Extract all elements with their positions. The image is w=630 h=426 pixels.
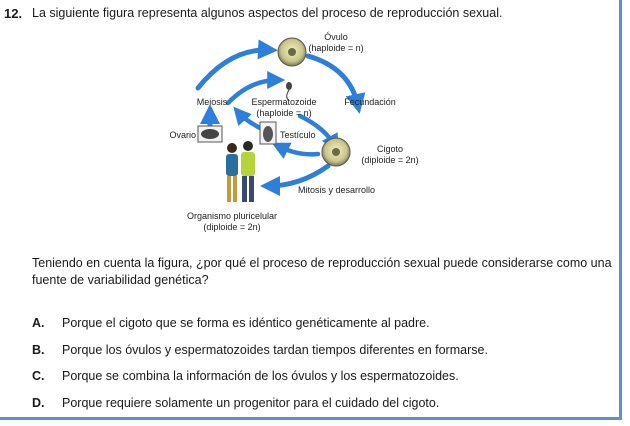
label-organismo-ploidy: (diploide = 2n) [203,222,260,232]
label-espermatozoide: Espermatozoide [251,97,316,107]
option-text: Porque requiere solamente un progenitor … [62,396,440,410]
option-c[interactable]: C. Porque se combina la información de lo… [32,369,459,383]
reproduction-cycle-figure: Óvulo (haploide = n) Meiosis Espermatozo… [169,32,418,232]
testiculo-icon [259,121,277,145]
arrow-testiculo-to-meiosis [233,106,263,131]
label-mitosis: Mitosis y desarrollo [298,185,375,195]
label-ovulo: Óvulo [324,32,348,42]
arrow-inner-meiosis [225,71,286,106]
arrow-ovulo-to-cigoto [305,53,366,114]
option-d[interactable]: D. Porque requiere solamente un progenito… [32,396,439,410]
option-letter: A. [32,316,45,330]
option-text: Porque el cigoto que se forma es idéntic… [62,316,430,330]
option-b[interactable]: B. Porque los óvulos y espermatozoides ta… [32,343,488,357]
option-letter: B. [32,343,45,357]
option-letter: D. [32,396,45,410]
label-espermatozoide-ploidy: (haploide = n) [256,108,311,118]
label-cigoto-ploidy: (diploide = 2n) [361,155,418,165]
arrow-cigoto-to-organismo [260,163,331,196]
arrow-cigoto-to-testiculo [271,142,321,159]
option-text: Porque se combina la información de los … [62,369,459,383]
label-meiosis: Meiosis [197,97,228,107]
option-text: Porque los óvulos y espermatozoides tard… [62,343,488,357]
question-frame [0,0,622,420]
question-text: La siguiente figura representa algunos a… [32,6,503,20]
question-prompt: Teniendo en cuenta la figura, ¿por qué e… [32,256,612,287]
option-letter: C. [32,369,45,383]
label-fecundacion: Fecundación [344,97,396,107]
couple-illustration [226,141,255,202]
arrow-meiosis-to-ovulo [195,39,278,91]
option-a[interactable]: A. Porque el cigoto que se forma es idént… [32,316,430,330]
espermatozoide-icon [286,82,292,101]
label-ovulo-ploidy: (haploide = n) [308,43,363,53]
ovario-icon [197,125,223,143]
label-organismo: Organismo pluricelular [187,211,277,221]
question-number: 12. [4,6,23,21]
label-ovario: Ovario [169,130,196,140]
label-cigoto: Cigoto [377,144,403,154]
label-testiculo: Testículo [280,130,316,140]
